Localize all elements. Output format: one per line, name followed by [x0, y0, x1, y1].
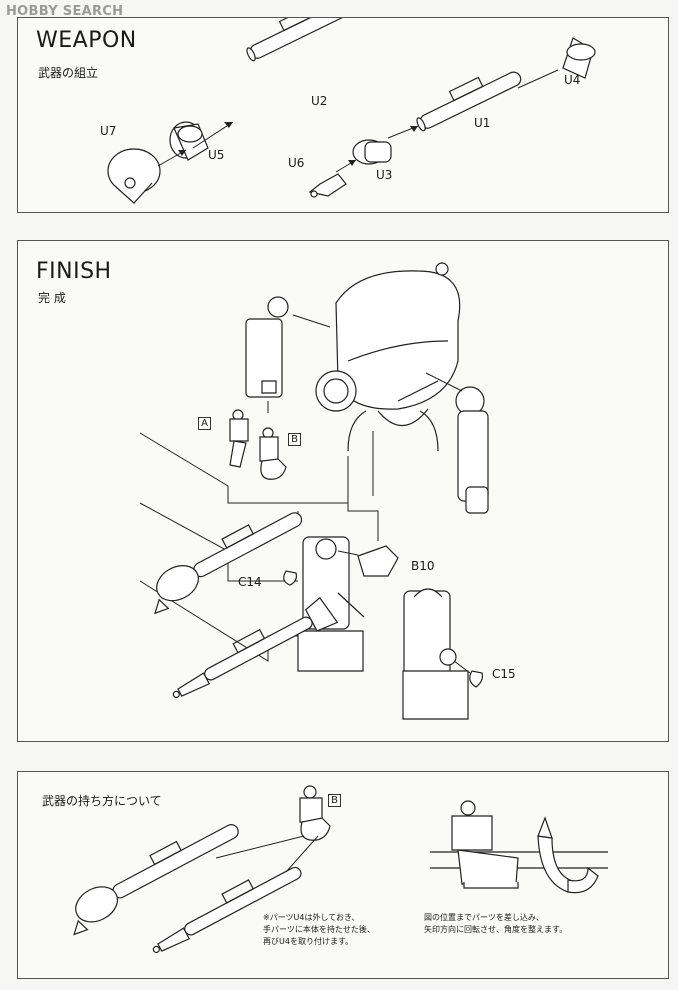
- finish-subtitle: 完 成: [38, 291, 66, 305]
- torso-upper: [316, 263, 460, 426]
- part-c14: [284, 571, 297, 585]
- weapon-upper: [139, 502, 310, 615]
- finish-title: FINISH: [36, 259, 112, 284]
- box-label-a: A: [198, 417, 211, 430]
- holding-weapon-1: [58, 813, 246, 936]
- leg-right: [403, 589, 468, 719]
- right-arm: [456, 387, 488, 513]
- watermark-logo: HOBBY SEARCH: [6, 4, 124, 19]
- part-u4-cone: [563, 38, 595, 78]
- label-u5: U5: [208, 148, 225, 162]
- label-u1: U1: [474, 116, 491, 130]
- holding-weapon-2: [145, 857, 304, 957]
- box-label-b: B: [288, 433, 301, 446]
- hand-a: [230, 410, 248, 467]
- part-c15: [470, 671, 483, 687]
- part-u3-sleeve: [353, 140, 391, 164]
- label-u6: U6: [288, 156, 305, 170]
- weapon-title: WEAPON: [36, 28, 137, 53]
- label-b10: B10: [411, 559, 435, 573]
- weapon-lower: [165, 596, 337, 707]
- hold-note-right: 図の位置までパーツを差し込み、 矢印方向に回転させ、角度を整えます。: [424, 913, 568, 934]
- part-u1-barrel: [411, 61, 523, 132]
- part-u5-cap: [170, 122, 208, 160]
- label-u7: U7: [100, 124, 117, 138]
- part-u2-barrel: [241, 18, 353, 62]
- weapon-holding-panel: 武器の持ち方について: [17, 771, 669, 979]
- weapon-assembly-illustration: [18, 18, 670, 214]
- hold-box-label-b: B: [328, 794, 341, 807]
- holding-illustration: [18, 772, 670, 980]
- finish-assembly-illustration: [18, 241, 670, 743]
- weapon-subtitle: 武器の組立: [38, 66, 99, 80]
- hold-note-left: ※パーツU4は外しておき、 手パーツに本体を持たせた後、 再びU4を取り付けます…: [263, 913, 375, 946]
- part-b10: [358, 546, 398, 576]
- insertion-detail: [430, 801, 608, 888]
- hold-title: 武器の持ち方について: [42, 794, 162, 808]
- weapon-panel: WEAPON 武器の組立: [17, 17, 669, 213]
- label-c14: C14: [238, 575, 262, 589]
- part-u6-tip: [310, 174, 346, 197]
- label-c15: C15: [492, 667, 516, 681]
- part-u7-head: [108, 149, 160, 203]
- hand-b: [260, 428, 286, 479]
- finish-panel: FINISH 完 成: [17, 240, 669, 742]
- hand-b-holding: [300, 786, 330, 840]
- label-u2: U2: [311, 94, 328, 108]
- label-u4: U4: [564, 73, 581, 87]
- label-u3: U3: [376, 168, 393, 182]
- rotate-arrow-icon: [538, 818, 598, 893]
- left-arm: [246, 297, 288, 397]
- leg-left: [298, 537, 364, 671]
